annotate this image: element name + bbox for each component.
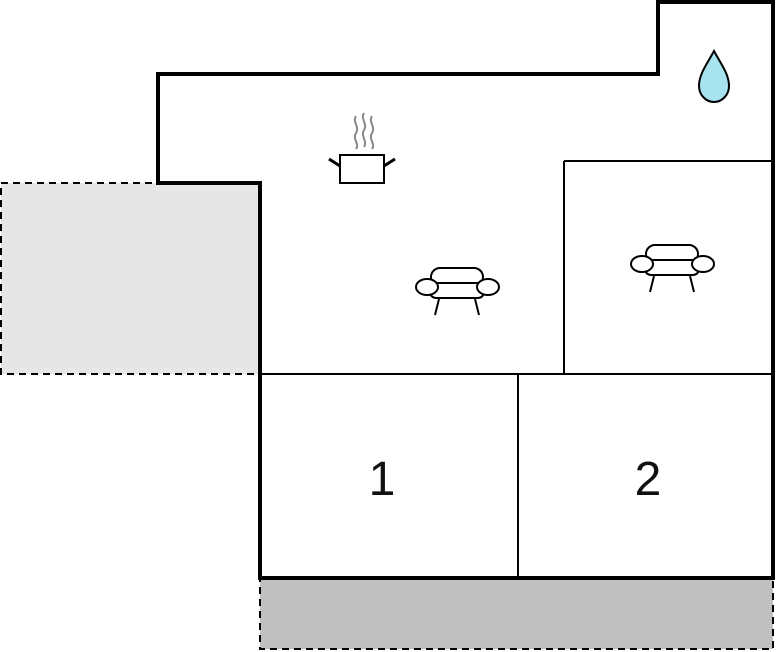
exterior-wall — [156, 0, 775, 580]
sofa-icon — [630, 244, 715, 293]
water-drop-icon — [697, 48, 731, 104]
room-label-2: 2 — [635, 453, 662, 506]
terrace-bottom — [259, 577, 774, 650]
room-label-1: 1 — [369, 453, 396, 506]
cooking-pot-icon — [328, 112, 396, 184]
sofa-icon — [415, 267, 500, 316]
terrace-left — [0, 182, 261, 375]
